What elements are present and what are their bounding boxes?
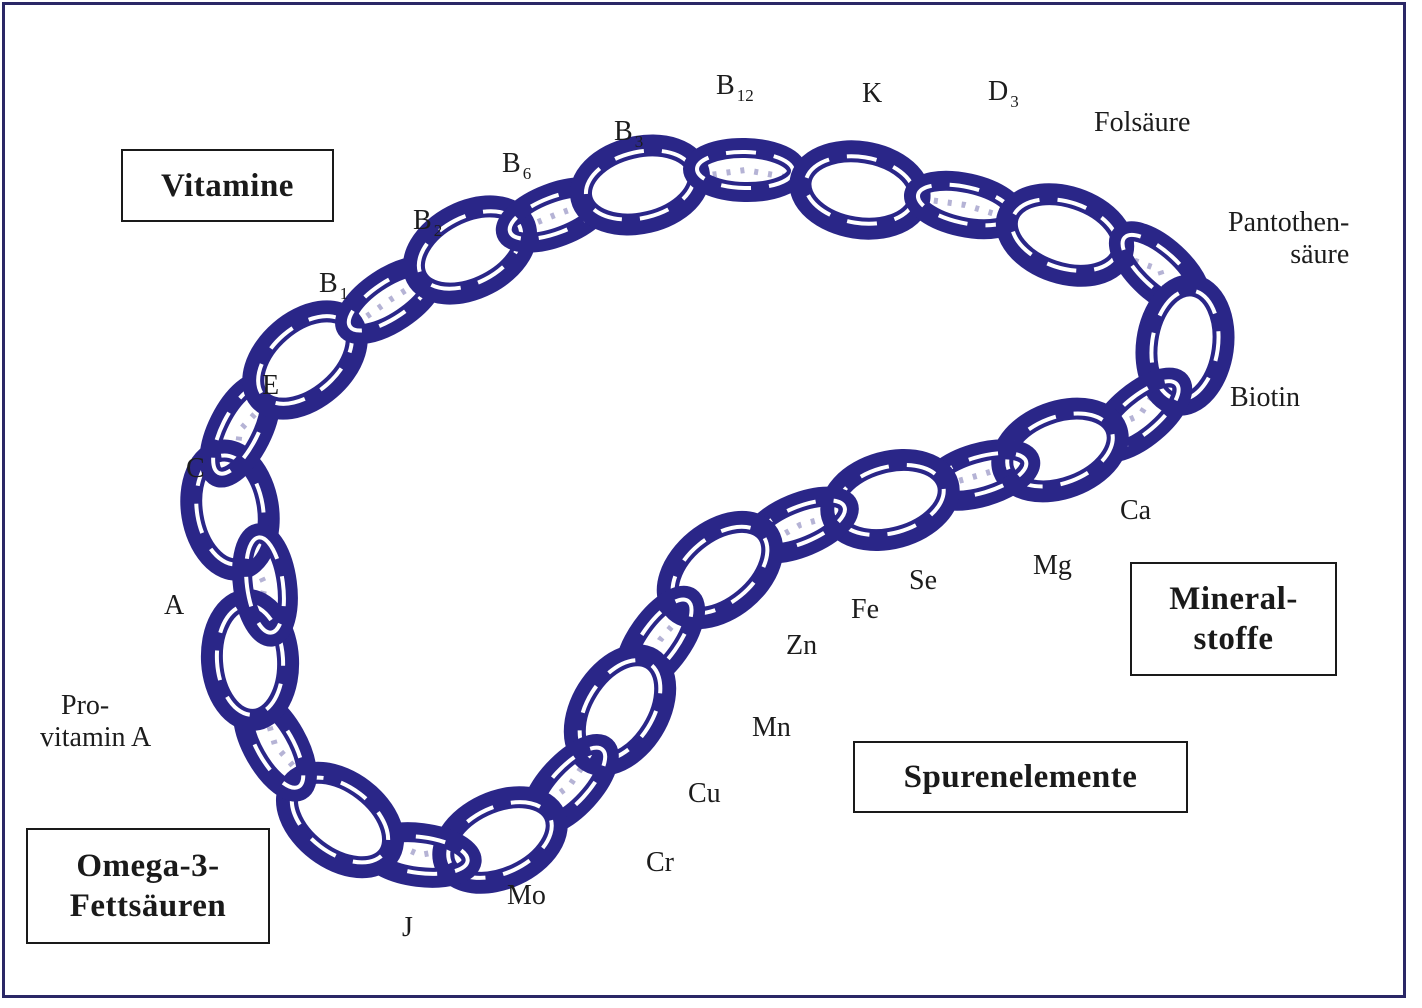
chain-link: [650, 503, 791, 638]
category-label-omega3-line1: Omega-3-: [76, 846, 219, 886]
label-pantothensaeure-line1: Pantothen-: [1228, 207, 1349, 239]
label-mg: Mg: [1033, 550, 1072, 582]
label-ca: Ca: [1120, 495, 1151, 527]
label-provitamin-a-line2: vitamin A: [40, 722, 151, 754]
label-folsaeure: Folsäure: [1094, 107, 1190, 139]
label-se: Se: [909, 565, 937, 597]
label-k: K: [862, 78, 882, 110]
category-label-mineralstoffe-line2: stoffe: [1194, 619, 1274, 659]
label-provitamin-a: Pro- vitamin A: [40, 690, 151, 754]
label-zn: Zn: [786, 630, 817, 662]
label-j: J: [402, 912, 413, 944]
label-provitamin-a-line1: Pro-: [40, 690, 151, 722]
category-box-vitamine: Vitamine: [121, 149, 334, 222]
label-cu: Cu: [688, 778, 721, 810]
category-label-spurenelemente: Spurenelemente: [904, 757, 1138, 797]
label-pantothensaeure-line2: säure: [1228, 239, 1349, 271]
label-e: E: [262, 370, 279, 402]
category-box-mineralstoffe: Mineral- stoffe: [1130, 562, 1337, 676]
category-label-vitamine: Vitamine: [161, 166, 294, 206]
label-a: A: [164, 590, 184, 622]
category-box-spurenelemente: Spurenelemente: [853, 741, 1188, 813]
label-fe: Fe: [851, 594, 879, 626]
category-label-mineralstoffe-line1: Mineral-: [1169, 579, 1298, 619]
category-box-omega3: Omega-3- Fettsäuren: [26, 828, 270, 944]
category-label-omega3-line2: Fettsäuren: [70, 886, 227, 926]
label-mn: Mn: [752, 712, 791, 744]
label-biotin: Biotin: [1230, 382, 1300, 414]
label-pantothensaeure: Pantothen- säure: [1228, 207, 1349, 271]
label-cr: Cr: [646, 847, 674, 879]
label-mo: Mo: [507, 880, 546, 912]
label-c: C: [186, 453, 205, 485]
chain-link: [269, 753, 411, 886]
